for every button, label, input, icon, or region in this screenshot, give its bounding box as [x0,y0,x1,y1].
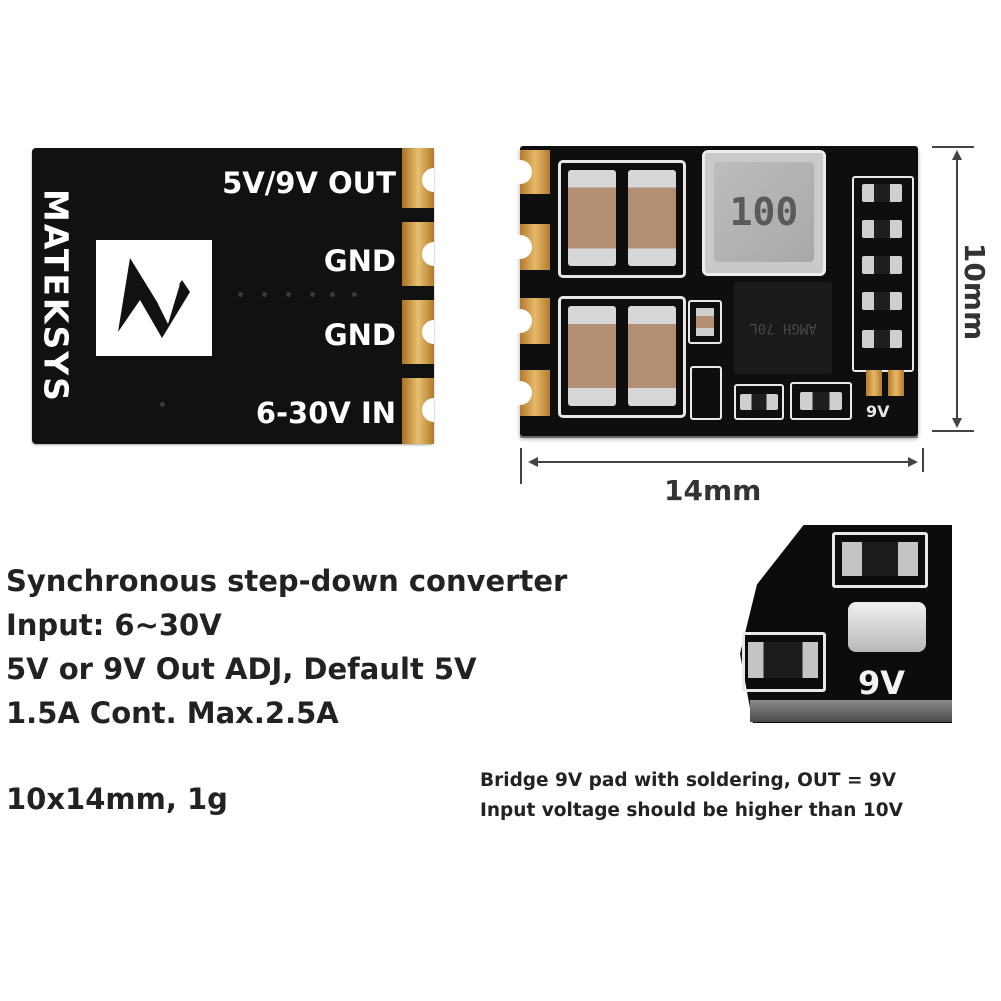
capacitor [628,306,676,406]
resistor [862,184,902,202]
zoom-solder-bridge [848,602,926,652]
via [238,292,243,297]
via [286,292,291,297]
via [160,402,165,407]
zoom-board-edge [750,700,952,722]
jumper-label: 9V [866,402,890,421]
spec-line-input: Input: 6~30V [6,608,222,642]
capacitor [568,306,616,406]
zoom-resistor [842,542,918,576]
spec-line-type: Synchronous step-down converter [6,564,568,598]
dimension-width-label: 14mm [664,474,762,507]
dimension-height-label: 10mm [958,242,992,340]
component-outline [790,382,852,420]
resistor [862,330,902,348]
pad-label-output: 5V/9V OUT [222,166,396,200]
brand-logo [96,240,212,356]
jumper-pad-9v [888,370,904,396]
capacitor [628,170,676,266]
spec-line-current: 1.5A Cont. Max.2.5A [6,696,339,730]
regulator-ic [734,282,832,374]
castellation-hole [508,235,532,259]
resistor [696,308,714,336]
cap-group-outline [558,296,686,418]
pad-label-gnd-2: GND [323,318,396,352]
castellated-pads [402,148,446,444]
resistor [862,220,902,238]
pad-label-gnd-1: GND [323,244,396,278]
component-outline [688,300,722,344]
capacitor [568,170,616,266]
brand-silkscreen: MATEKSYS [36,189,76,403]
component-outline [734,384,784,420]
cap-group-outline [558,160,686,278]
resistor-column-outline [852,176,914,372]
via [352,292,357,297]
dimension-arrow-horizontal [528,454,918,468]
note-input-voltage: Input voltage should be higher than 10V [480,800,903,821]
zoom-component-outline [742,632,826,692]
zoom-resistor [748,642,818,678]
castellation-hole [508,309,532,333]
dimension-tick-bottom [932,430,974,432]
resistor [800,392,842,410]
resistor [740,394,778,410]
zoom-component-outline [832,532,928,588]
spec-line-size-weight: 10x14mm, 1g [6,782,228,816]
note-bridge-pad: Bridge 9V pad with soldering, OUT = 9V [480,770,897,791]
via [330,292,335,297]
component-outline [690,366,722,420]
jumper-pad-9v [866,370,882,396]
dimension-tick-right [922,448,924,472]
via [262,292,267,297]
pad-label-input: 6-30V IN [255,396,396,430]
zoom-9v-label: 9V [858,664,906,702]
dimension-arrow-vertical [950,150,964,428]
inductor-body [714,162,814,262]
inductor-marking: 100 [729,190,799,234]
dimension-tick-left [520,448,522,484]
resistor [862,256,902,274]
via [310,292,315,297]
resistor [862,292,902,310]
castellation-hole [508,160,532,184]
ic-marking: AMGH 70L [749,320,817,336]
dimension-tick-top [932,146,974,148]
logo-mark-icon [118,258,190,338]
spec-line-output: 5V or 9V Out ADJ, Default 5V [6,652,477,686]
castellation-hole [508,381,532,405]
